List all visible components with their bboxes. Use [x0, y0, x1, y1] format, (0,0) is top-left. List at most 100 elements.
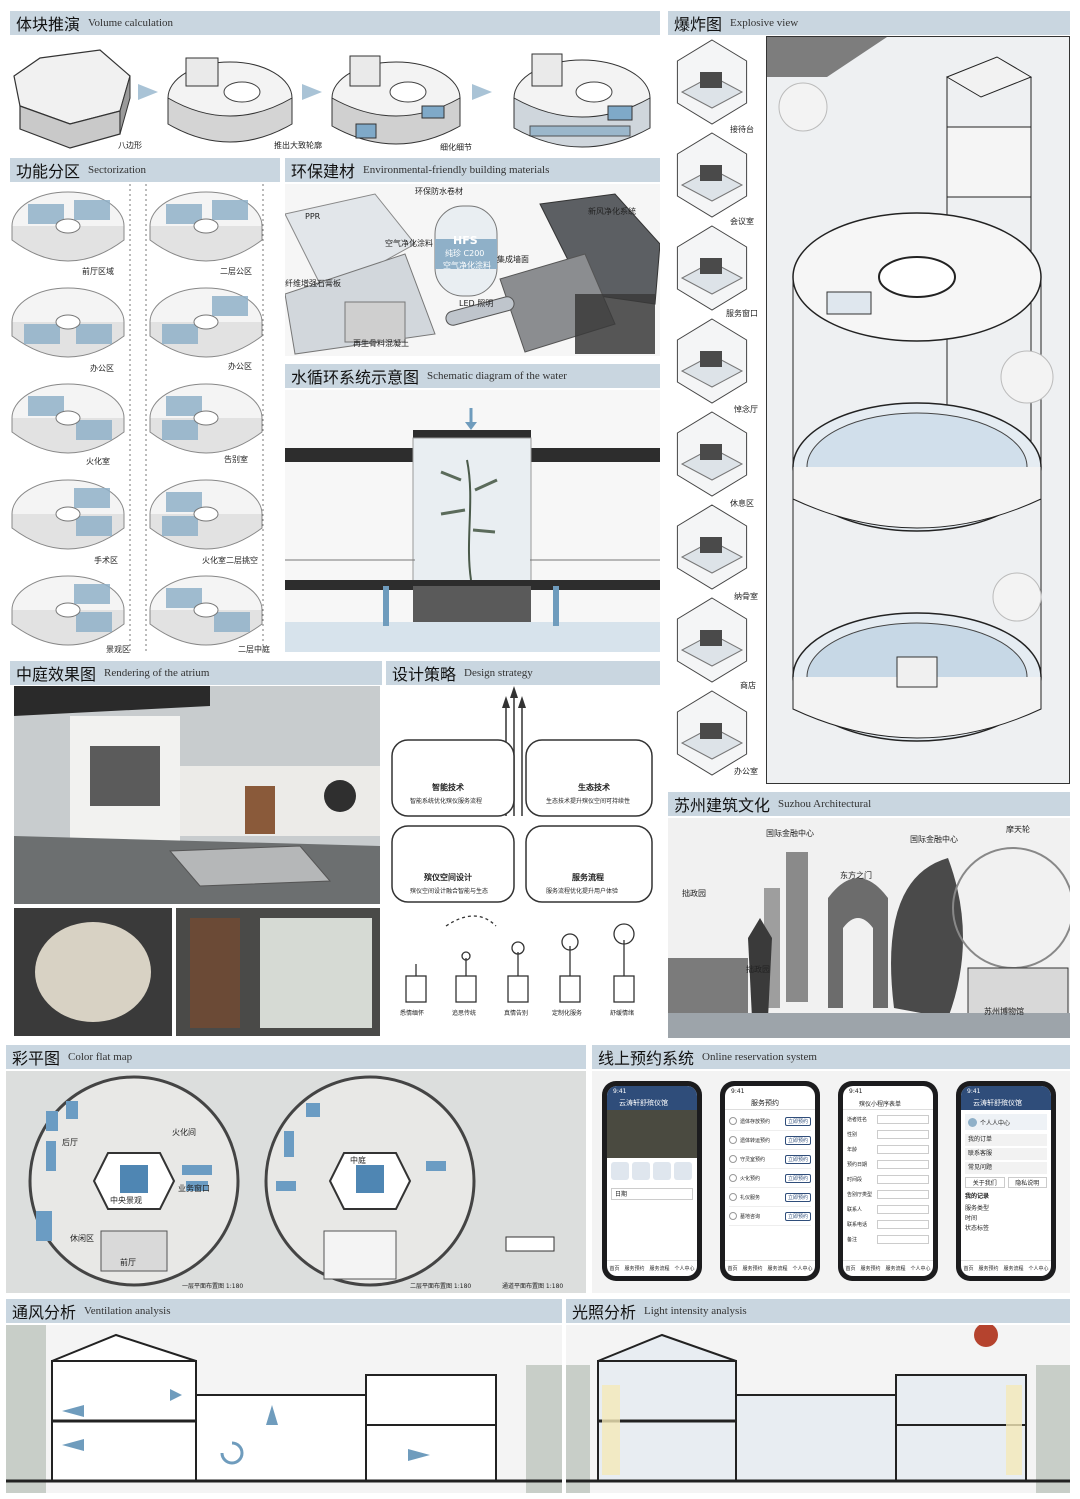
atrium-subtitle: Rendering of the atrium [104, 667, 210, 679]
rough-outline-mass [167, 57, 293, 143]
phone1-tab-home[interactable]: 首页 [609, 1266, 620, 1272]
service-label: 墓地咨询 [740, 1213, 761, 1220]
phone2-service-item[interactable]: 遗体存放预约立即预约 [729, 1112, 811, 1131]
room-hexagon-1 [676, 132, 748, 218]
sectorization-panel: 前厅区域 办公区 火化室 手术区 景观区 二层公区 办公区 告别室 火化室二层挑… [10, 184, 280, 654]
phone4-tab-booking[interactable]: 服务预约 [978, 1266, 999, 1272]
phone4-time: 9:41 [967, 1088, 981, 1095]
form-field[interactable]: 备注 [847, 1232, 929, 1247]
form-field-label: 年龄 [847, 1147, 858, 1153]
phone3-tab-process[interactable]: 服务流程 [885, 1266, 906, 1272]
book-button[interactable]: 立即预约 [784, 1211, 811, 1221]
ventilation-subtitle: Ventilation analysis [84, 1305, 171, 1317]
phone1-shortcut-2[interactable] [632, 1162, 650, 1180]
phone1-shortcut-1[interactable] [611, 1162, 629, 1180]
form-field-input[interactable] [877, 1115, 929, 1124]
phone3-tab-booking[interactable]: 服务预约 [860, 1266, 881, 1272]
phone2-service-item[interactable]: 守灵室预约立即预约 [729, 1150, 811, 1169]
phone1-search[interactable]: 日期 [611, 1188, 693, 1200]
suzhou-panel: 国际金融中心 国际金融中心 摩天轮 东方之门 拙政园 拙政园 苏州博物馆 [668, 818, 1070, 1038]
phone2-service-item[interactable]: 礼仪服务立即预约 [729, 1188, 811, 1207]
octagon-prism [13, 49, 131, 149]
phone4-menu-2[interactable]: 常见问题 [965, 1162, 1047, 1174]
phone1-shortcut-4[interactable] [674, 1162, 692, 1180]
suzhou-label-2: 摩天轮 [1006, 825, 1030, 834]
can-model: 纯珍 C200 [445, 249, 485, 258]
room-label-5: 纳骨室 [734, 592, 758, 601]
phone2-service-item[interactable]: 火化预约 立即预约 [729, 1169, 811, 1188]
water-subtitle: Schematic diagram of the water [427, 370, 567, 382]
explosive-subtitle: Explosive view [730, 17, 799, 29]
phone2-tab-booking[interactable]: 服务预约 [742, 1266, 763, 1272]
phone1-time: 9:41 [613, 1088, 627, 1095]
form-field[interactable]: 联系人 [847, 1202, 929, 1217]
phone4-user-card[interactable]: 个人人中心 [965, 1114, 1047, 1130]
light-section [566, 1325, 1070, 1493]
phone4-tab-me[interactable]: 个人中心 [1028, 1266, 1049, 1272]
light-panel [566, 1325, 1070, 1493]
phone4-tab-home[interactable]: 首页 [963, 1266, 974, 1272]
room-hexagon-3 [676, 318, 748, 404]
form-field[interactable]: 性别 [847, 1127, 929, 1142]
sector-left-4: 景观区 [106, 645, 130, 654]
suzhou-label-5: 拙政园 [746, 965, 770, 974]
phone2-service-item[interactable]: 墓地咨询 立即预约 [729, 1207, 811, 1226]
sector-right-4: 二层中庭 [238, 645, 270, 654]
service-label: 火化预约 [740, 1175, 761, 1182]
book-button[interactable]: 立即预约 [784, 1135, 811, 1145]
phone4-about[interactable]: 关于我们 [965, 1177, 1005, 1188]
form-field-input[interactable] [877, 1130, 929, 1139]
phone1-tab-process[interactable]: 服务流程 [649, 1266, 670, 1272]
plan1-label-0: 火化间 [172, 1128, 196, 1137]
phone1-tab-me[interactable]: 个人中心 [674, 1266, 695, 1272]
form-field[interactable]: 预约日期 [847, 1157, 929, 1172]
material-label-5: 纤维增强石膏板 [285, 279, 341, 288]
phone3-form: 逝者姓名性别年龄预约日期时间段告别厅类型联系人联系电话备注 [843, 1110, 933, 1249]
phone2-service-item[interactable]: 遗体转运预约立即预约 [729, 1131, 811, 1150]
suzhou-label-3: 东方之门 [840, 871, 872, 880]
sectorization-subtitle: Sectorization [88, 164, 147, 176]
form-field-input[interactable] [877, 1205, 929, 1214]
form-field-input[interactable] [877, 1145, 929, 1154]
form-field[interactable]: 逝者姓名 [847, 1112, 929, 1127]
form-field[interactable]: 告别厅类型 [847, 1187, 929, 1202]
materials-title: 环保建材 [291, 162, 356, 181]
service-icon [729, 1193, 737, 1201]
form-field-input[interactable] [877, 1190, 929, 1199]
form-field[interactable]: 联系电话 [847, 1217, 929, 1232]
book-button[interactable]: 立即预约 [784, 1173, 811, 1183]
book-button[interactable]: 立即预约 [784, 1192, 811, 1202]
book-button[interactable]: 立即预约 [784, 1154, 811, 1164]
sector-right-2: 告别室 [224, 455, 248, 464]
phone2-tab-process[interactable]: 服务流程 [767, 1266, 788, 1272]
phone3-tab-home[interactable]: 首页 [845, 1266, 856, 1272]
phone1-shortcut-3[interactable] [653, 1162, 671, 1180]
form-field-input[interactable] [877, 1175, 929, 1184]
form-field[interactable]: 时间段 [847, 1172, 929, 1187]
phone4-menu-1[interactable]: 联系客服 [965, 1148, 1047, 1160]
room-hexagon-4 [676, 411, 748, 497]
atrium-title: 中庭效果图 [16, 665, 97, 684]
book-button[interactable]: 立即预约 [784, 1116, 811, 1126]
ventilation-header: 通风分析 Ventilation analysis [6, 1299, 562, 1323]
form-field-input[interactable] [877, 1220, 929, 1229]
form-field-input[interactable] [877, 1160, 929, 1169]
phone4-tab-process[interactable]: 服务流程 [1003, 1266, 1024, 1272]
phone4-privacy[interactable]: 隐私说明 [1007, 1177, 1047, 1188]
sector-left-3: 手术区 [94, 556, 118, 565]
phone2-tab-home[interactable]: 首页 [727, 1266, 738, 1272]
strategy-card-desc-0: 智能系统优化殡仪服务流程 [410, 798, 483, 805]
strategy-subtitle: Design strategy [464, 667, 533, 679]
sectorization-header: 功能分区 Sectorization [10, 158, 280, 182]
form-field[interactable]: 年龄 [847, 1142, 929, 1157]
online-panel: 9:41 云涛轩舒殡仪馆 日期 首页 服务预约 服务流程 个人中心 9:41 [592, 1071, 1070, 1293]
colorplan-header: 彩平图 Color flat map [6, 1045, 586, 1069]
phone4-menu-0[interactable]: 我的订单 [965, 1134, 1047, 1146]
form-field-label: 时间段 [847, 1177, 863, 1183]
phone2-tab-me[interactable]: 个人中心 [792, 1266, 813, 1272]
material-label-1: PPR [305, 212, 321, 221]
avatar [968, 1117, 977, 1127]
form-field-input[interactable] [877, 1235, 929, 1244]
phone1-tab-booking[interactable]: 服务预约 [624, 1266, 645, 1272]
phone3-tab-me[interactable]: 个人中心 [910, 1266, 931, 1272]
